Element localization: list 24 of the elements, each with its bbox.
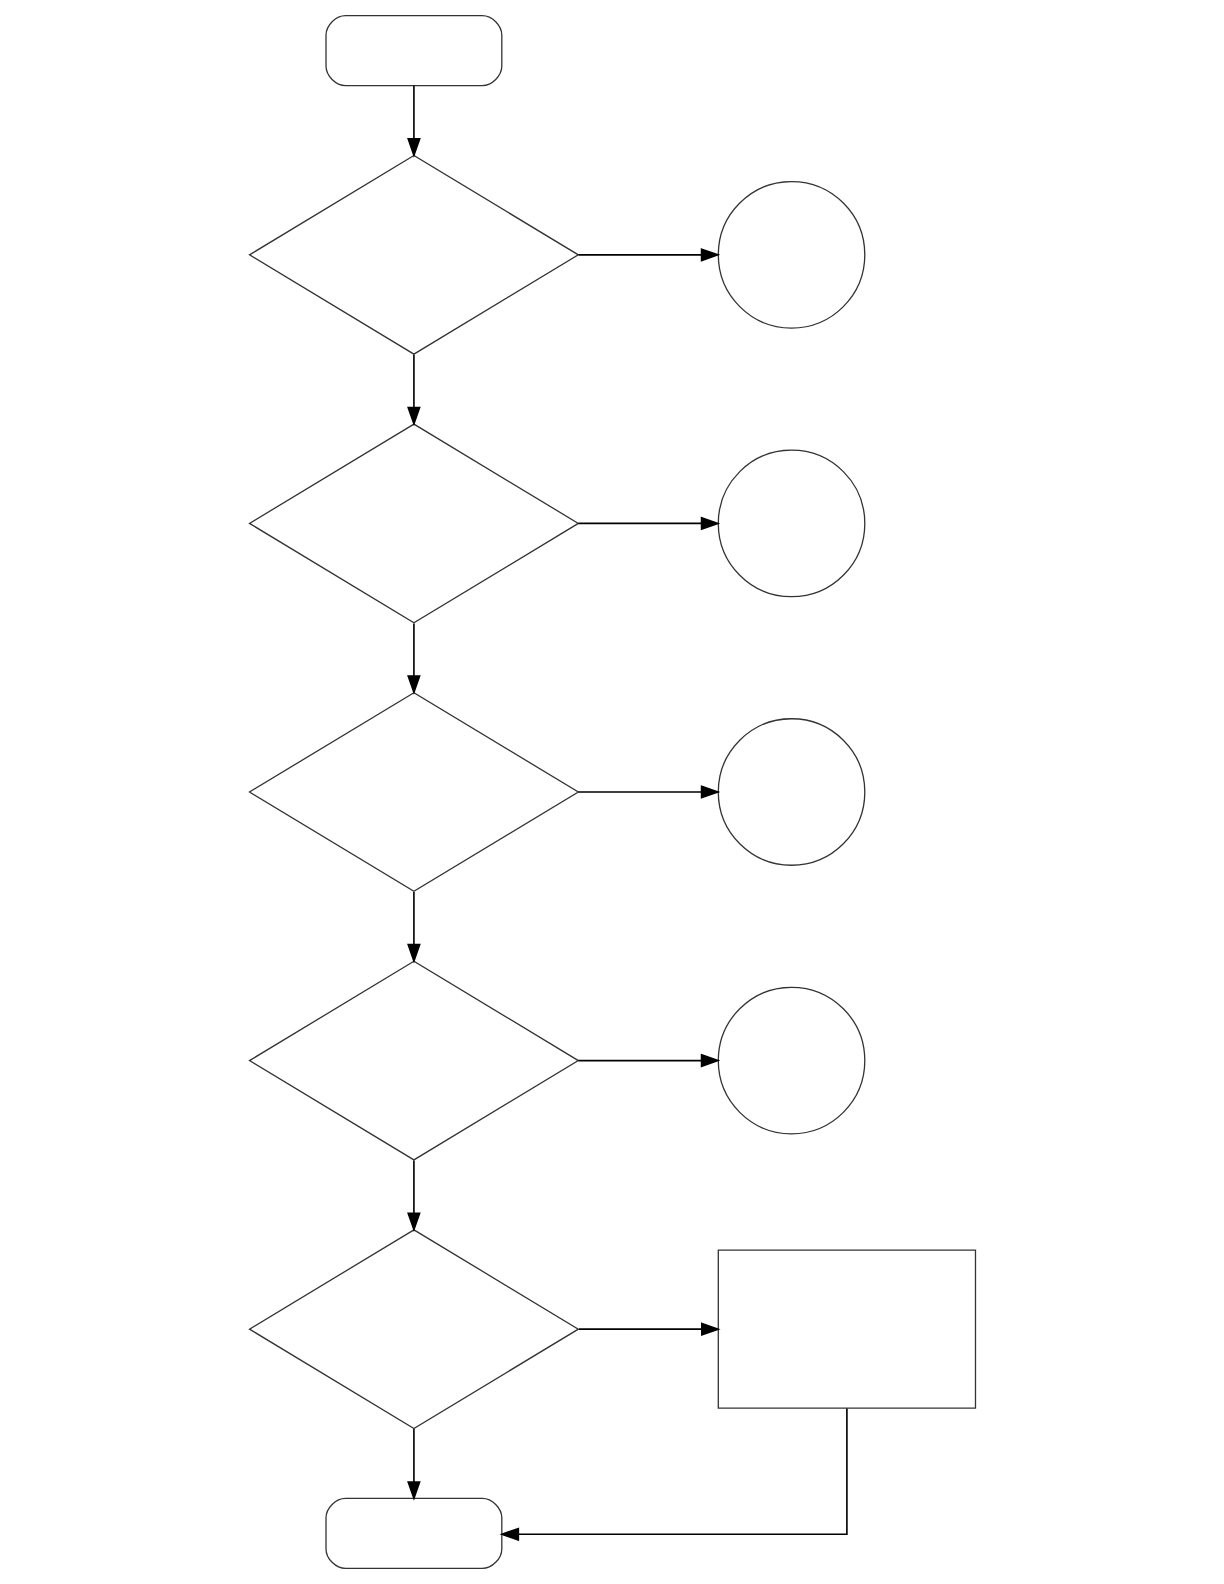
node-circle — [717, 449, 865, 598]
arrow — [406, 891, 421, 964]
node-diamond — [247, 691, 580, 893]
arrow — [406, 1428, 421, 1501]
arrow — [577, 785, 720, 799]
node-circle — [717, 180, 865, 329]
arrow — [406, 1159, 421, 1232]
node-diamond — [247, 423, 580, 624]
arrow — [577, 1322, 721, 1336]
arrow — [577, 516, 720, 531]
node-diamond — [247, 1229, 580, 1430]
node-circle — [717, 986, 865, 1135]
arrow — [577, 248, 720, 262]
node-box — [717, 1249, 976, 1409]
node-oval — [324, 14, 502, 87]
arrow — [406, 622, 421, 695]
node-oval — [324, 1497, 502, 1570]
node-diamond — [247, 960, 580, 1161]
node-diamond — [247, 154, 580, 355]
arrow — [499, 1407, 848, 1542]
node-circle — [717, 718, 865, 866]
arrow — [406, 84, 421, 158]
arrow — [406, 354, 421, 427]
arrow — [577, 1053, 720, 1068]
